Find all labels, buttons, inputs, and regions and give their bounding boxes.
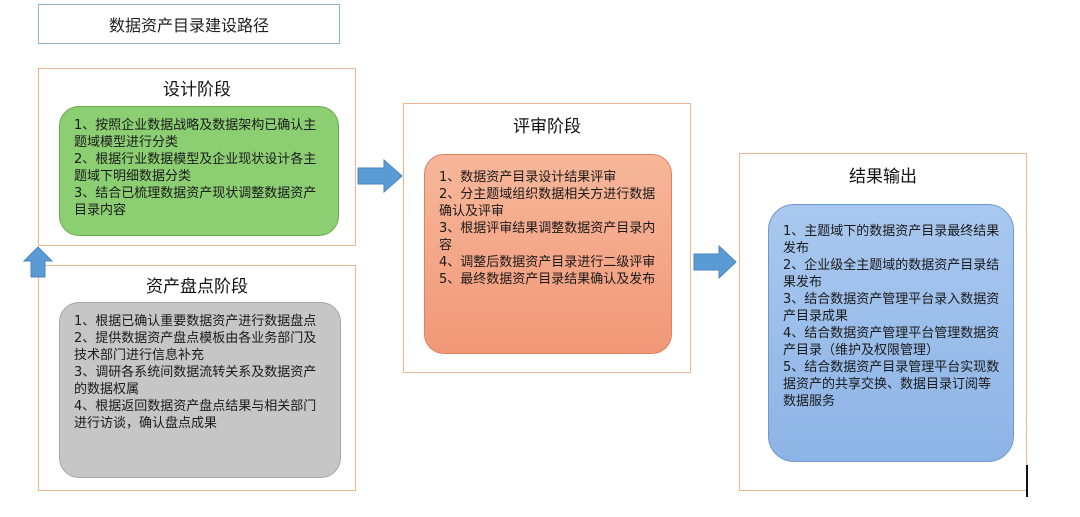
list-item: 2、提供数据资产盘点模板由各业务部门及技术部门进行信息补充 <box>74 331 317 363</box>
inventory-stage-card: 1、根据已确认重要数据资产进行数据盘点 2、提供数据资产盘点模板由各业务部门及技… <box>59 302 341 478</box>
review-stage-card: 1、数据资产目录设计结果评审 2、分主题域组织数据相关方进行数据确认及评审 3、… <box>424 154 672 354</box>
arrow-right-icon <box>357 158 403 194</box>
list-item: 5、结合数据资产目录管理平台实现数据资产的共享交换、数据目录订阅等数据服务 <box>783 360 1000 409</box>
output-stage-title: 结果输出 <box>849 167 917 187</box>
review-stage-title: 评审阶段 <box>513 117 581 137</box>
inventory-stage: 资产盘点阶段 1、根据已确认重要数据资产进行数据盘点 2、提供数据资产盘点模板由… <box>38 265 356 491</box>
output-stage-card: 1、主题域下的数据资产目录最终结果发布 2、企业级全主题域的数据资产目录结果发布… <box>768 204 1014 462</box>
list-item: 4、根据返回数据资产盘点结果与相关部门进行访谈，确认盘点成果 <box>74 399 317 431</box>
list-item: 1、主题域下的数据资产目录最终结果发布 <box>783 224 1000 256</box>
design-stage-title: 设计阶段 <box>163 80 231 100</box>
list-item: 3、结合已梳理数据资产现状调整数据资产目录内容 <box>74 186 317 218</box>
divider-line <box>1026 465 1028 497</box>
diagram-title: 数据资产目录建设路径 <box>38 4 340 44</box>
list-item: 2、根据行业数据模型及企业现状设计各主题域下明细数据分类 <box>74 152 317 184</box>
list-item: 3、调研各系统间数据流转关系及数据资产的数据权属 <box>74 365 317 397</box>
list-item: 2、企业级全主题域的数据资产目录结果发布 <box>783 258 1000 290</box>
list-item: 1、根据已确认重要数据资产进行数据盘点 <box>74 314 317 329</box>
design-stage-card: 1、按照企业数据战略及数据架构已确认主题域模型进行分类 2、根据行业数据模型及企… <box>59 106 339 236</box>
list-item: 3、根据评审结果调整数据资产目录内容 <box>439 221 656 253</box>
list-item: 1、按照企业数据战略及数据架构已确认主题域模型进行分类 <box>74 118 317 150</box>
arrow-up-icon <box>22 246 54 278</box>
list-item: 2、分主题域组织数据相关方进行数据确认及评审 <box>439 187 656 219</box>
list-item: 4、结合数据资产管理平台管理数据资产目录（维护及权限管理） <box>783 326 1000 358</box>
arrow-right-icon <box>693 244 737 280</box>
inventory-stage-title: 资产盘点阶段 <box>146 277 248 297</box>
list-item: 5、最终数据资产目录结果确认及发布 <box>439 272 656 287</box>
list-item: 3、结合数据资产管理平台录入数据资产目录成果 <box>783 292 1000 324</box>
review-stage: 评审阶段 1、数据资产目录设计结果评审 2、分主题域组织数据相关方进行数据确认及… <box>403 103 691 373</box>
design-stage: 设计阶段 1、按照企业数据战略及数据架构已确认主题域模型进行分类 2、根据行业数… <box>38 68 356 246</box>
output-stage: 结果输出 1、主题域下的数据资产目录最终结果发布 2、企业级全主题域的数据资产目… <box>739 153 1027 491</box>
list-item: 4、调整后数据资产目录进行二级评审 <box>439 255 656 270</box>
list-item: 1、数据资产目录设计结果评审 <box>439 170 617 185</box>
